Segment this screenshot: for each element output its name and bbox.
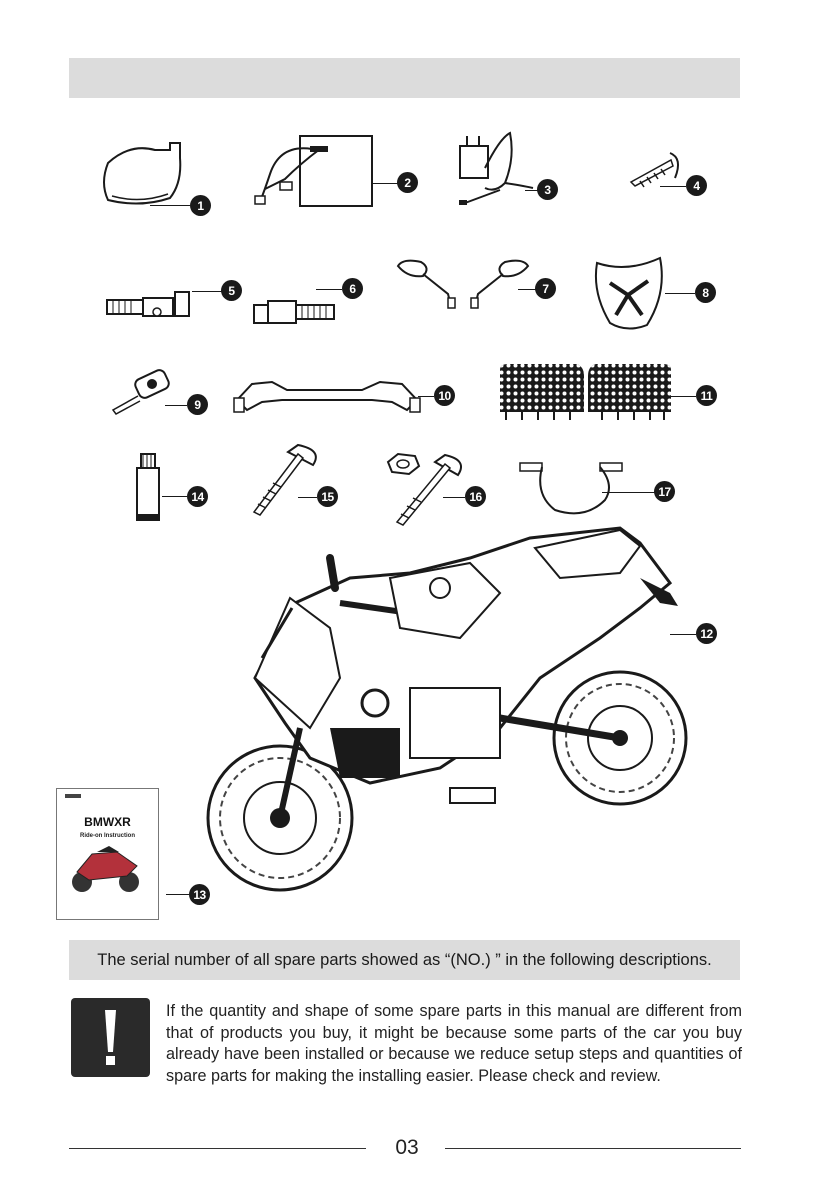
part-number-badge: 6: [342, 278, 363, 299]
leader-line: [518, 289, 536, 290]
leader-line: [525, 190, 538, 191]
part-number-badge: 12: [696, 623, 717, 644]
leader-line: [372, 183, 398, 184]
mirror-icon: [396, 259, 530, 309]
manual-brand: BMWXR: [84, 815, 131, 829]
leader-line: [162, 496, 187, 497]
manual-booklet-icon: BMWXR Ride-on Instruction: [56, 788, 159, 920]
leader-line: [602, 492, 655, 493]
part-number-badge: 5: [221, 280, 242, 301]
leader-line: [165, 405, 187, 406]
charger-icon: [459, 131, 534, 205]
leader-line: [150, 205, 190, 206]
side-panel-icon: [500, 364, 671, 420]
page-number: 03: [395, 1136, 419, 1159]
part-number-badge: 8: [695, 282, 716, 303]
leader-line: [660, 186, 686, 187]
warning-icon: [71, 998, 150, 1077]
bolt-nut-icon: [386, 452, 462, 526]
leader-line: [166, 894, 189, 895]
footer-line-right: [445, 1148, 741, 1149]
leader-line: [316, 289, 342, 290]
leader-line: [665, 293, 695, 294]
manual-subtitle: Ride-on Instruction: [80, 833, 135, 839]
part-number-badge: 14: [187, 486, 208, 507]
part-number-badge: 4: [686, 175, 707, 196]
serial-note-bar: The serial number of all spare parts sho…: [69, 940, 740, 980]
screw-icon: [629, 152, 680, 188]
section-header-bar: [69, 58, 740, 98]
warning-text: If the quantity and shape of some spare …: [166, 1002, 742, 1085]
leader-line: [298, 497, 317, 498]
windshield-icon: [594, 256, 663, 330]
body-cover-icon: [103, 142, 182, 205]
handle-grip-left-icon: [106, 291, 190, 317]
part-number-badge: 15: [317, 486, 338, 507]
part-number-badge: 11: [696, 385, 717, 406]
part-number-badge: 17: [654, 481, 675, 502]
battery-icon: [254, 135, 373, 207]
audio-cable-icon: [519, 462, 623, 515]
part-number-badge: 2: [397, 172, 418, 193]
part-number-badge: 3: [537, 179, 558, 200]
part-number-badge: 16: [465, 486, 486, 507]
serial-note-text: The serial number of all spare parts sho…: [97, 950, 712, 969]
leader-line: [670, 634, 696, 635]
key-icon: [111, 369, 170, 415]
leader-line: [418, 396, 434, 397]
motorcycle-icon: [206, 526, 688, 892]
footer-line-left: [69, 1148, 366, 1149]
handlebar-icon: [233, 380, 421, 413]
part-number-badge: 1: [190, 195, 211, 216]
glue-tube-icon: [136, 453, 160, 521]
long-screw-icon: [252, 443, 317, 516]
part-number-badge: 7: [535, 278, 556, 299]
part-number-badge: 10: [434, 385, 455, 406]
leader-line: [192, 291, 222, 292]
part-number-badge: 9: [187, 394, 208, 415]
manual-cover-bike-icon: [72, 846, 139, 892]
handle-grip-right-icon: [253, 300, 335, 324]
part-number-badge: 13: [189, 884, 210, 905]
leader-line: [443, 497, 465, 498]
leader-line: [670, 396, 696, 397]
